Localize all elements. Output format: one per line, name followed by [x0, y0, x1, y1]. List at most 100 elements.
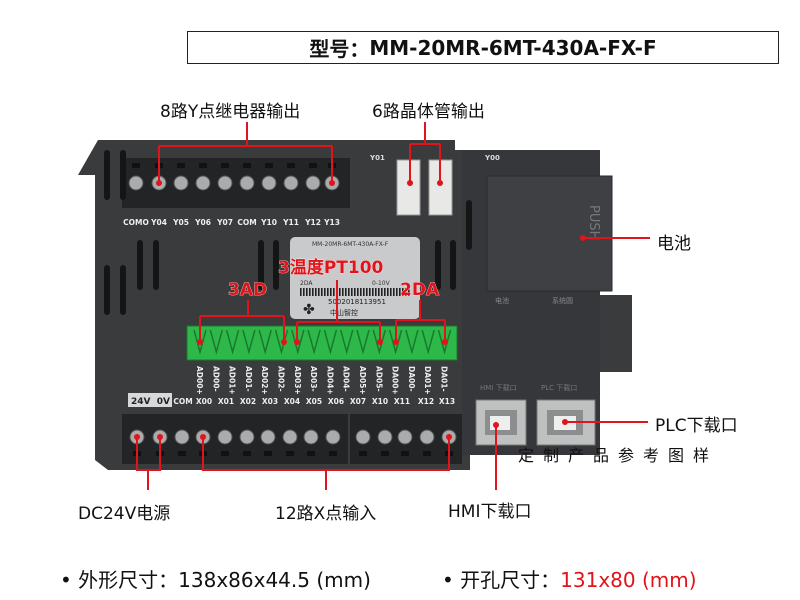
- battery-annotation: 电池: [657, 234, 691, 254]
- output-terminal-label: Y04: [150, 218, 167, 227]
- input-terminal-label: X04: [284, 397, 300, 406]
- analog-pin[interactable]: [437, 329, 452, 355]
- terminal-screw[interactable]: [325, 429, 341, 445]
- terminal-screw[interactable]: [239, 175, 255, 191]
- terminal-screw[interactable]: [377, 429, 393, 445]
- vent-slot: [435, 240, 441, 290]
- sticker-range: 0-10V: [372, 280, 391, 287]
- analog-terminal-label: DA01+: [423, 366, 432, 395]
- terminal-screw[interactable]: [303, 429, 319, 445]
- power-label-box: [128, 393, 172, 407]
- terminal-led: [329, 451, 337, 456]
- analog-terminal-label: AD04-: [342, 366, 351, 392]
- terminal-screw[interactable]: [282, 429, 298, 445]
- vent-slot: [120, 265, 126, 315]
- plc-port-small-label: PLC 下载口: [541, 383, 577, 392]
- analog-terminal-label: AD02+: [260, 366, 269, 395]
- terminal-screw[interactable]: [239, 429, 255, 445]
- terminal-screw[interactable]: [195, 175, 211, 191]
- terminal-screw[interactable]: [217, 175, 233, 191]
- terminal-screw[interactable]: [128, 175, 144, 191]
- input-terminal-label: X10: [372, 397, 388, 406]
- y01-label: Y01: [369, 154, 385, 162]
- battery-label-1: 电池: [495, 296, 509, 305]
- outer-dimensions-value: 138x86x44.5 (mm): [178, 568, 371, 592]
- terminal-screw[interactable]: [419, 429, 435, 445]
- terminal-led: [199, 163, 207, 168]
- terminal-screw[interactable]: [397, 429, 413, 445]
- analog-pin[interactable]: [421, 329, 435, 355]
- terminal-screw[interactable]: [260, 429, 276, 445]
- hmi-usb-port-tongue: [490, 416, 510, 430]
- terminal-led: [177, 163, 185, 168]
- analog-pin[interactable]: [405, 329, 419, 355]
- ad-annotation: 3AD: [228, 280, 267, 300]
- vent-slot: [273, 240, 279, 290]
- terminal-screw[interactable]: [261, 175, 277, 191]
- analog-terminal-label: AD05+: [358, 366, 367, 395]
- sticker-da: 2DA: [300, 280, 313, 287]
- vent-slot: [104, 150, 110, 200]
- terminal-led: [264, 451, 272, 456]
- watermark: 定制产品参考图样: [518, 446, 719, 465]
- vent-slot: [120, 150, 126, 200]
- bullet: •: [60, 568, 72, 592]
- analog-pin[interactable]: [323, 329, 338, 355]
- input-terminal-label: X12: [418, 397, 434, 406]
- terminal-led: [307, 451, 315, 456]
- model-label: 型号：: [309, 37, 370, 61]
- terminal-led: [265, 163, 273, 168]
- analog-terminal-label: AD00+: [195, 366, 204, 395]
- input-terminal-label: COM: [173, 397, 192, 406]
- vent-slot: [153, 240, 159, 290]
- terminal-screw[interactable]: [355, 429, 371, 445]
- analog-pin[interactable]: [225, 329, 240, 355]
- analog-pin[interactable]: [193, 329, 207, 355]
- battery-push-label: PUSH: [586, 205, 601, 240]
- terminal-screw[interactable]: [217, 429, 233, 445]
- vent-slot: [466, 200, 472, 250]
- analog-pin[interactable]: [274, 329, 289, 355]
- analog-pin[interactable]: [372, 329, 387, 355]
- brand-logo-icon: ✤: [303, 302, 315, 318]
- terminal-led: [178, 451, 186, 456]
- input-terminal-label: X03: [262, 397, 278, 406]
- input-terminal-label: X07: [350, 397, 366, 406]
- analog-pin[interactable]: [242, 329, 256, 355]
- hmi-port-annotation: HMI下载口: [448, 502, 532, 522]
- terminal-led: [401, 451, 409, 456]
- terminal-led: [221, 451, 229, 456]
- analog-pin[interactable]: [209, 329, 224, 355]
- hmi-port-small-label: HMI 下载口: [480, 383, 517, 392]
- terminal-screw[interactable]: [283, 175, 299, 191]
- analog-pin[interactable]: [388, 329, 403, 355]
- cutout-dimensions-label: 开孔尺寸：: [460, 568, 561, 592]
- y00-label: Y00: [484, 154, 500, 162]
- analog-pin[interactable]: [258, 329, 272, 355]
- sticker-brand: 中山智控: [330, 308, 358, 317]
- terminal-screw[interactable]: [305, 175, 321, 191]
- output-terminal-label: Y11: [282, 218, 299, 227]
- terminal-screw[interactable]: [174, 429, 190, 445]
- output-terminal-label: Y07: [216, 218, 233, 227]
- plc-port-annotation: PLC下载口: [655, 416, 738, 436]
- transistor-connector-1[interactable]: [396, 159, 421, 216]
- analog-pin[interactable]: [356, 329, 370, 355]
- output-terminal-label: Y13: [323, 218, 340, 227]
- terminal-screw[interactable]: [173, 175, 189, 191]
- sticker-barcode: [300, 288, 410, 296]
- analog-pin[interactable]: [339, 329, 354, 355]
- cutout-dimensions-value: 131x80 (mm): [560, 568, 697, 592]
- output-terminal-label: Y05: [172, 218, 189, 227]
- da-annotation: 2DA: [400, 280, 440, 300]
- analog-pin[interactable]: [307, 329, 321, 355]
- cutout-dimensions: • 开孔尺寸：131x80 (mm): [442, 564, 697, 593]
- analog-pin[interactable]: [291, 329, 305, 355]
- power-label: 24V 0V: [131, 397, 170, 407]
- outer-dimensions-label: 外形尺寸：: [78, 568, 179, 592]
- terminal-led: [243, 451, 251, 456]
- sticker-model: MM-20MR-6MT-430A-FX-F: [312, 241, 389, 248]
- terminal-led: [381, 451, 389, 456]
